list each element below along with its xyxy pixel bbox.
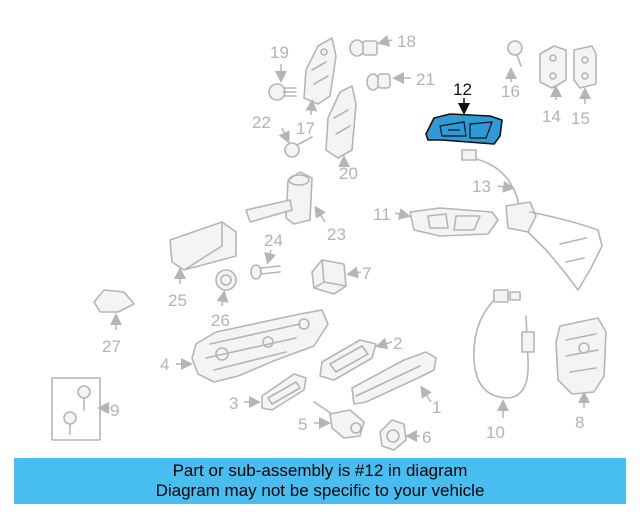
- callout-8: 8: [575, 413, 584, 432]
- callout-15: 15: [571, 109, 590, 128]
- part-23-door-check: 23: [245, 171, 346, 244]
- callout-17: 17: [296, 119, 315, 138]
- callout-25: 25: [168, 291, 187, 310]
- part-20-hinge-bracket: 20: [325, 85, 358, 183]
- callout-7: 7: [362, 264, 371, 283]
- part-3-gasket: 3: [229, 373, 307, 413]
- part-16-bolt: 16: [501, 40, 523, 101]
- part-15-shim: 15: [571, 45, 597, 128]
- callout-3: 3: [229, 394, 238, 413]
- part-22-bolt: 22: [252, 113, 313, 158]
- exploded-parts-diagram: 19 17 18 21 22 20: [51, 32, 607, 451]
- part-2-gasket: 2: [319, 334, 402, 381]
- callout-26: 26: [211, 311, 230, 330]
- callout-27: 27: [102, 337, 121, 356]
- callout-20: 20: [339, 164, 358, 183]
- callout-1: 1: [432, 398, 441, 417]
- callout-2: 2: [393, 334, 402, 353]
- callout-18: 18: [397, 32, 416, 51]
- banner-line-2: Diagram may not be specific to your vehi…: [155, 481, 485, 500]
- callout-10: 10: [486, 423, 505, 442]
- callout-14: 14: [542, 107, 561, 126]
- callout-9: 9: [110, 401, 119, 420]
- callout-21: 21: [416, 70, 435, 89]
- callout-16: 16: [501, 82, 520, 101]
- part-6-bezel: 6: [379, 419, 431, 451]
- part-25-cover: 25: [168, 221, 237, 310]
- callout-11: 11: [373, 205, 391, 224]
- callout-13: 13: [472, 177, 491, 196]
- part-17-hinge-bracket: 17: [296, 37, 337, 138]
- part-24-screw: 24: [250, 231, 283, 280]
- part-19-bolt: 19: [268, 43, 297, 101]
- banner-line-1: Part or sub-assembly is #12 in diagram: [172, 461, 468, 480]
- part-14-striker: 14: [539, 45, 567, 126]
- callout-24: 24: [264, 231, 283, 250]
- part-8-door-latch: 8: [555, 317, 607, 432]
- part-1-outside-handle: 1: [351, 351, 441, 417]
- part-5-lock-cylinder: 5: [298, 401, 365, 439]
- callout-5: 5: [298, 415, 307, 434]
- part-21-bolt: 21: [366, 70, 435, 91]
- callout-12: 12: [453, 80, 472, 99]
- callout-22: 22: [252, 113, 271, 132]
- callout-23: 23: [327, 225, 346, 244]
- part-26-grommet: 26: [211, 269, 237, 330]
- part-4-handle-carrier: 4: [160, 309, 329, 383]
- info-banner: Part or sub-assembly is #12 in diagram D…: [14, 458, 626, 504]
- part-9-fastener-kit: 9: [51, 377, 119, 441]
- part-12-inside-handle-highlighted: 12: [425, 80, 503, 145]
- callout-6: 6: [422, 428, 431, 447]
- part-10-cable: 10: [473, 289, 535, 442]
- part-27-clip: 27: [93, 289, 135, 356]
- part-7-clip: 7: [311, 259, 371, 295]
- callout-4: 4: [160, 355, 169, 374]
- part-13-cable: 13: [461, 149, 603, 291]
- part-18-bolt: 18: [349, 32, 416, 57]
- callout-19: 19: [270, 43, 289, 62]
- part-11-inside-handle: 11: [373, 205, 499, 237]
